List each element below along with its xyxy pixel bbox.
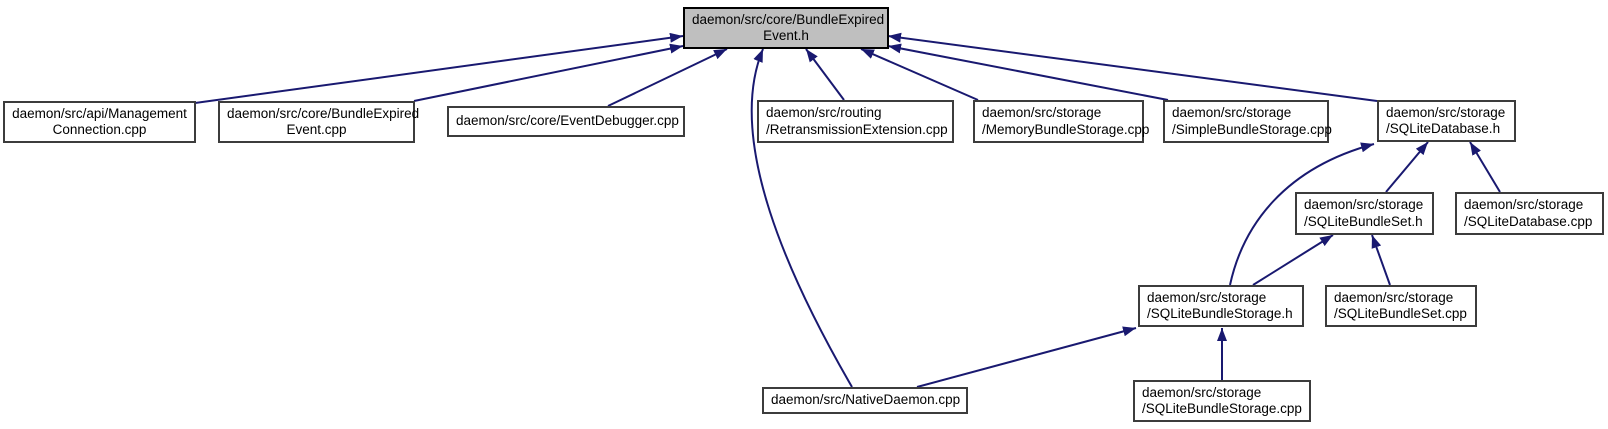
node-sqlite-bundle-storage-cpp[interactable]: daemon/src/storage /SQLiteBundleStorage.… [1133, 380, 1311, 422]
node-sqlite-database-h[interactable]: daemon/src/storage /SQLiteDatabase.h [1377, 100, 1516, 142]
node-label-line: daemon/src/storage [1172, 105, 1292, 120]
node-label-line: daemon/src/storage [1142, 384, 1262, 400]
node-label-line: daemon/src/storage [1386, 104, 1506, 120]
node-label-line: /SimpleBundleStorage.cpp [1172, 121, 1332, 137]
node-label-line: daemon/src/storage [1147, 289, 1267, 305]
edge-sqlite-bundle-set-cpp-to-sqlite-bundle-set-h [1371, 234, 1391, 286]
node-label-line: daemon/src/api/Management [12, 105, 187, 121]
edge-sqlite-database-cpp-to-sqlite-database-h [1469, 141, 1501, 193]
node-sqlite-bundle-set-cpp[interactable]: daemon/src/storage /SQLiteBundleSet.cpp [1325, 285, 1477, 327]
edge-native-daemon-cpp-to-sqlite-bundle-storage-h [916, 326, 1137, 388]
edge-simple-bundle-storage-cpp-to-bundle-expired-event-h [887, 43, 1169, 101]
node-label-line: /MemoryBundleStorage.cpp [982, 121, 1150, 137]
node-label-line: /SQLiteDatabase.h [1386, 121, 1501, 136]
node-label-line: Event.h [763, 28, 809, 43]
node-label-line: daemon/src/storage [1464, 197, 1584, 212]
edge-sqlite-bundle-storage-h-to-sqlite-bundle-set-h [1252, 234, 1334, 286]
node-label-line: daemon/src/NativeDaemon.cpp [771, 392, 961, 408]
edge-management-connection-cpp-to-bundle-expired-event-h [194, 32, 684, 104]
node-label-line: daemon/src/routing [766, 105, 882, 120]
node-label-line: /SQLiteBundleSet.h [1304, 213, 1423, 229]
node-label-line: daemon/src/core/EventDebugger.cpp [456, 113, 679, 129]
node-native-daemon-cpp[interactable]: daemon/src/NativeDaemon.cpp [762, 387, 968, 414]
edge-sqlite-database-h-to-bundle-expired-event-h [887, 32, 1378, 102]
node-sqlite-bundle-storage-h[interactable]: daemon/src/storage /SQLiteBundleStorage.… [1138, 285, 1304, 327]
node-label-line: daemon/src/storage [982, 105, 1102, 120]
node-label-line: daemon/src/core/BundleExpired [227, 105, 420, 121]
edge-retransmission-extension-cpp-to-bundle-expired-event-h [805, 48, 845, 101]
edge-sqlite-bundle-set-h-to-sqlite-database-h [1385, 141, 1429, 193]
node-label-line: Connection.cpp [52, 122, 147, 137]
node-bundle-expired-event-cpp[interactable]: daemon/src/core/BundleExpired Event.cpp [218, 101, 420, 143]
node-label-line: /SQLiteBundleSet.cpp [1334, 306, 1467, 321]
node-sqlite-bundle-set-h[interactable]: daemon/src/storage /SQLiteBundleSet.h [1295, 192, 1434, 235]
node-label-line: Event.cpp [286, 122, 347, 137]
node-sqlite-database-cpp[interactable]: daemon/src/storage /SQLiteDatabase.cpp [1455, 192, 1604, 235]
node-retransmission-extension-cpp[interactable]: daemon/src/routing /RetransmissionExtens… [757, 100, 954, 143]
edge-native-daemon-cpp-to-bundle-expired-event-h [750, 48, 853, 388]
edge-bundle-expired-event-cpp-to-bundle-expired-event-h [413, 43, 684, 102]
node-label-line: daemon/src/core/BundleExpired [692, 11, 885, 27]
node-management-connection-cpp[interactable]: daemon/src/api/Management Connection.cpp [3, 101, 196, 143]
node-label-line: daemon/src/storage [1334, 289, 1454, 305]
node-memory-bundle-storage-cpp[interactable]: daemon/src/storage /MemoryBundleStorage.… [973, 100, 1150, 143]
node-label-line: daemon/src/storage [1304, 197, 1424, 212]
node-bundle-expired-event-h[interactable]: daemon/src/core/BundleExpired Event.h [683, 7, 889, 49]
node-label-line: /RetransmissionExtension.cpp [766, 121, 948, 137]
node-event-debugger-cpp[interactable]: daemon/src/core/EventDebugger.cpp [447, 106, 685, 137]
node-label-line: /SQLiteBundleStorage.cpp [1142, 401, 1302, 416]
edge-memory-bundle-storage-cpp-to-bundle-expired-event-h [860, 48, 979, 101]
node-label-line: /SQLiteDatabase.cpp [1464, 213, 1593, 229]
node-simple-bundle-storage-cpp[interactable]: daemon/src/storage /SimpleBundleStorage.… [1163, 100, 1332, 143]
edge-sqlite-bundle-storage-h-to-sqlite-database-h [1229, 142, 1375, 286]
edge-event-debugger-cpp-to-bundle-expired-event-h [607, 48, 728, 107]
node-label-line: /SQLiteBundleStorage.h [1147, 306, 1293, 321]
